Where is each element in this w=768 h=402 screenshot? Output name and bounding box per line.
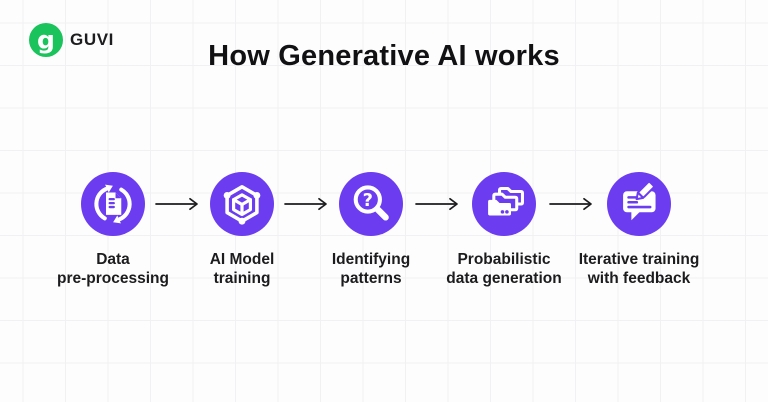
magnifier-question-icon: ? (353, 185, 389, 221)
flow-arrow-icon (284, 197, 327, 211)
step-icon-badge (607, 172, 671, 236)
flow-arrow-icon (155, 197, 198, 211)
stacked-folders-icon (488, 186, 524, 216)
step-icon-badge (81, 172, 145, 236)
logo-letter: g (37, 26, 55, 55)
step-label: Iterative training with feedback (578, 251, 700, 287)
step-label: Identifying patterns (331, 251, 411, 287)
step-probabilistic-data-generation: Probabilistic data generation (422, 172, 586, 288)
brand-logo: g GUVI (29, 23, 114, 57)
step-label: Probabilistic data generation (446, 251, 562, 287)
step-iterative-training-with-feedback: Iterative training with feedback (551, 172, 727, 288)
step-icon-badge (210, 172, 274, 236)
guvi-logo-icon: g (29, 23, 63, 57)
step-data-pre-processing: Data pre-processing (48, 172, 178, 288)
step-icon-badge (472, 172, 536, 236)
page-title: How Generative AI works (208, 40, 560, 72)
step-identifying-patterns: ? Identifying patterns (306, 172, 436, 288)
brand-name: GUVI (70, 30, 114, 49)
step-icon-badge: ? (339, 172, 403, 236)
step-ai-model-training: AI Model training (177, 172, 307, 288)
question-mark-glyph: ? (363, 190, 373, 211)
document-refresh-icon (94, 184, 132, 224)
step-label: AI Model training (209, 251, 275, 287)
flow-arrow-icon (549, 197, 592, 211)
flow-arrow-icon (415, 197, 458, 211)
step-label: Data pre-processing (57, 251, 169, 287)
cube-network-icon (223, 185, 261, 225)
chat-edit-icon (623, 180, 656, 221)
